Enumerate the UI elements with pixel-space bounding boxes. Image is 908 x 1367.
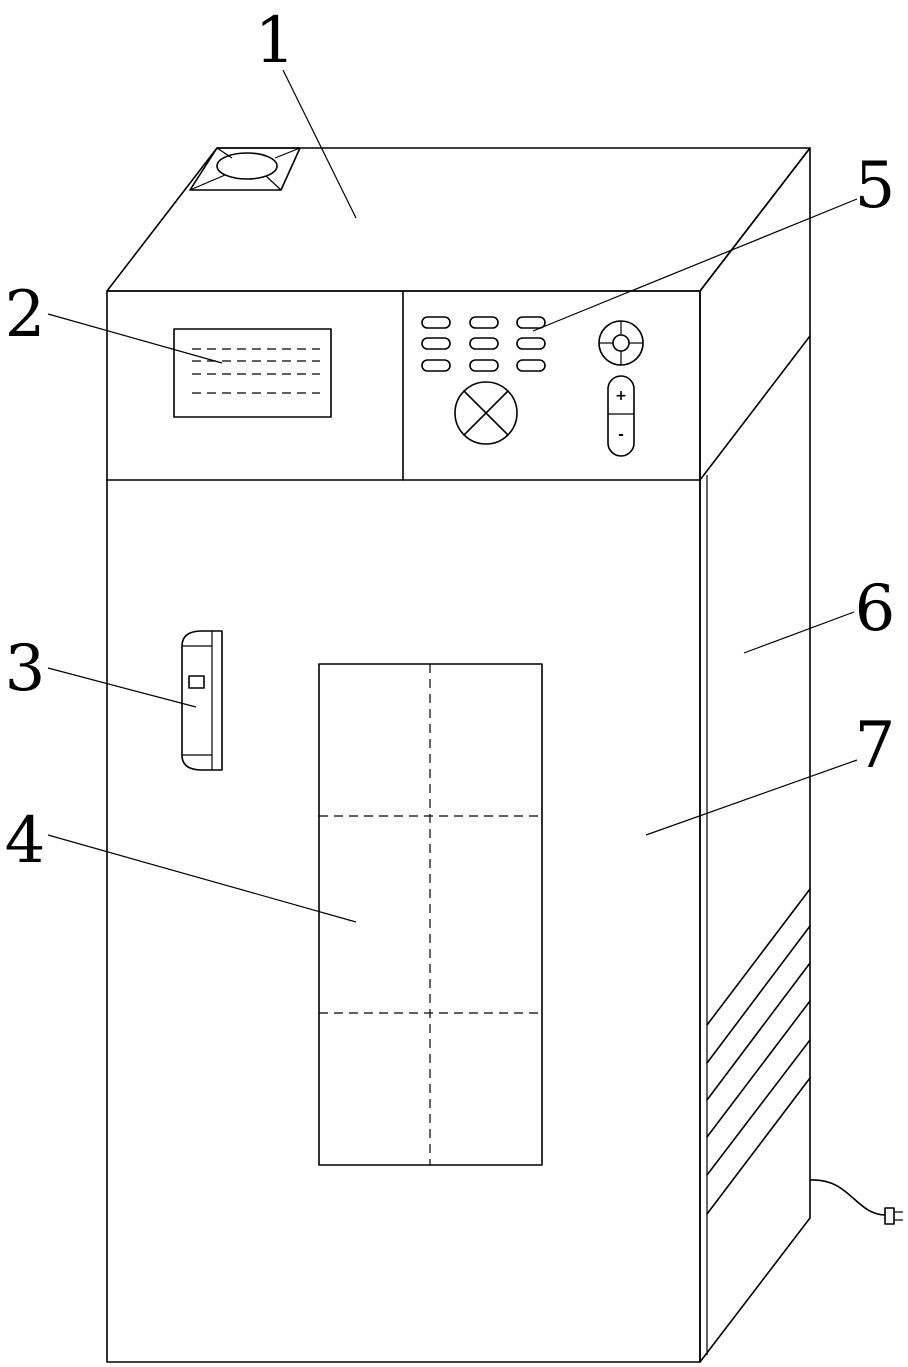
label-1: 1 bbox=[255, 4, 296, 78]
door-handle[interactable] bbox=[181, 630, 223, 771]
right-side-face bbox=[699, 147, 811, 1363]
label-5: 5 bbox=[855, 149, 896, 223]
fan-icon bbox=[216, 152, 278, 180]
display-screen bbox=[173, 328, 332, 418]
label-4: 4 bbox=[5, 804, 46, 878]
label-6: 6 bbox=[855, 572, 896, 646]
label-7: 7 bbox=[855, 709, 896, 783]
plus-label: + bbox=[615, 388, 627, 404]
fan-unit bbox=[189, 147, 301, 191]
label-3: 3 bbox=[5, 632, 46, 706]
indicator-lamp-icon bbox=[454, 381, 518, 445]
minus-label: - bbox=[618, 427, 624, 443]
top-face bbox=[106, 147, 811, 292]
vent-slats bbox=[706, 888, 811, 1215]
keypad[interactable] bbox=[421, 316, 546, 372]
plus-minus-rocker[interactable]: + - bbox=[607, 375, 635, 457]
label-2: 2 bbox=[5, 278, 46, 352]
observation-window bbox=[318, 663, 543, 1166]
side-top-divider bbox=[699, 335, 811, 481]
rotary-knob-icon[interactable] bbox=[598, 320, 644, 366]
plug-icon bbox=[884, 1207, 895, 1225]
power-cord bbox=[809, 1179, 903, 1225]
leader-lines bbox=[47, 69, 858, 923]
